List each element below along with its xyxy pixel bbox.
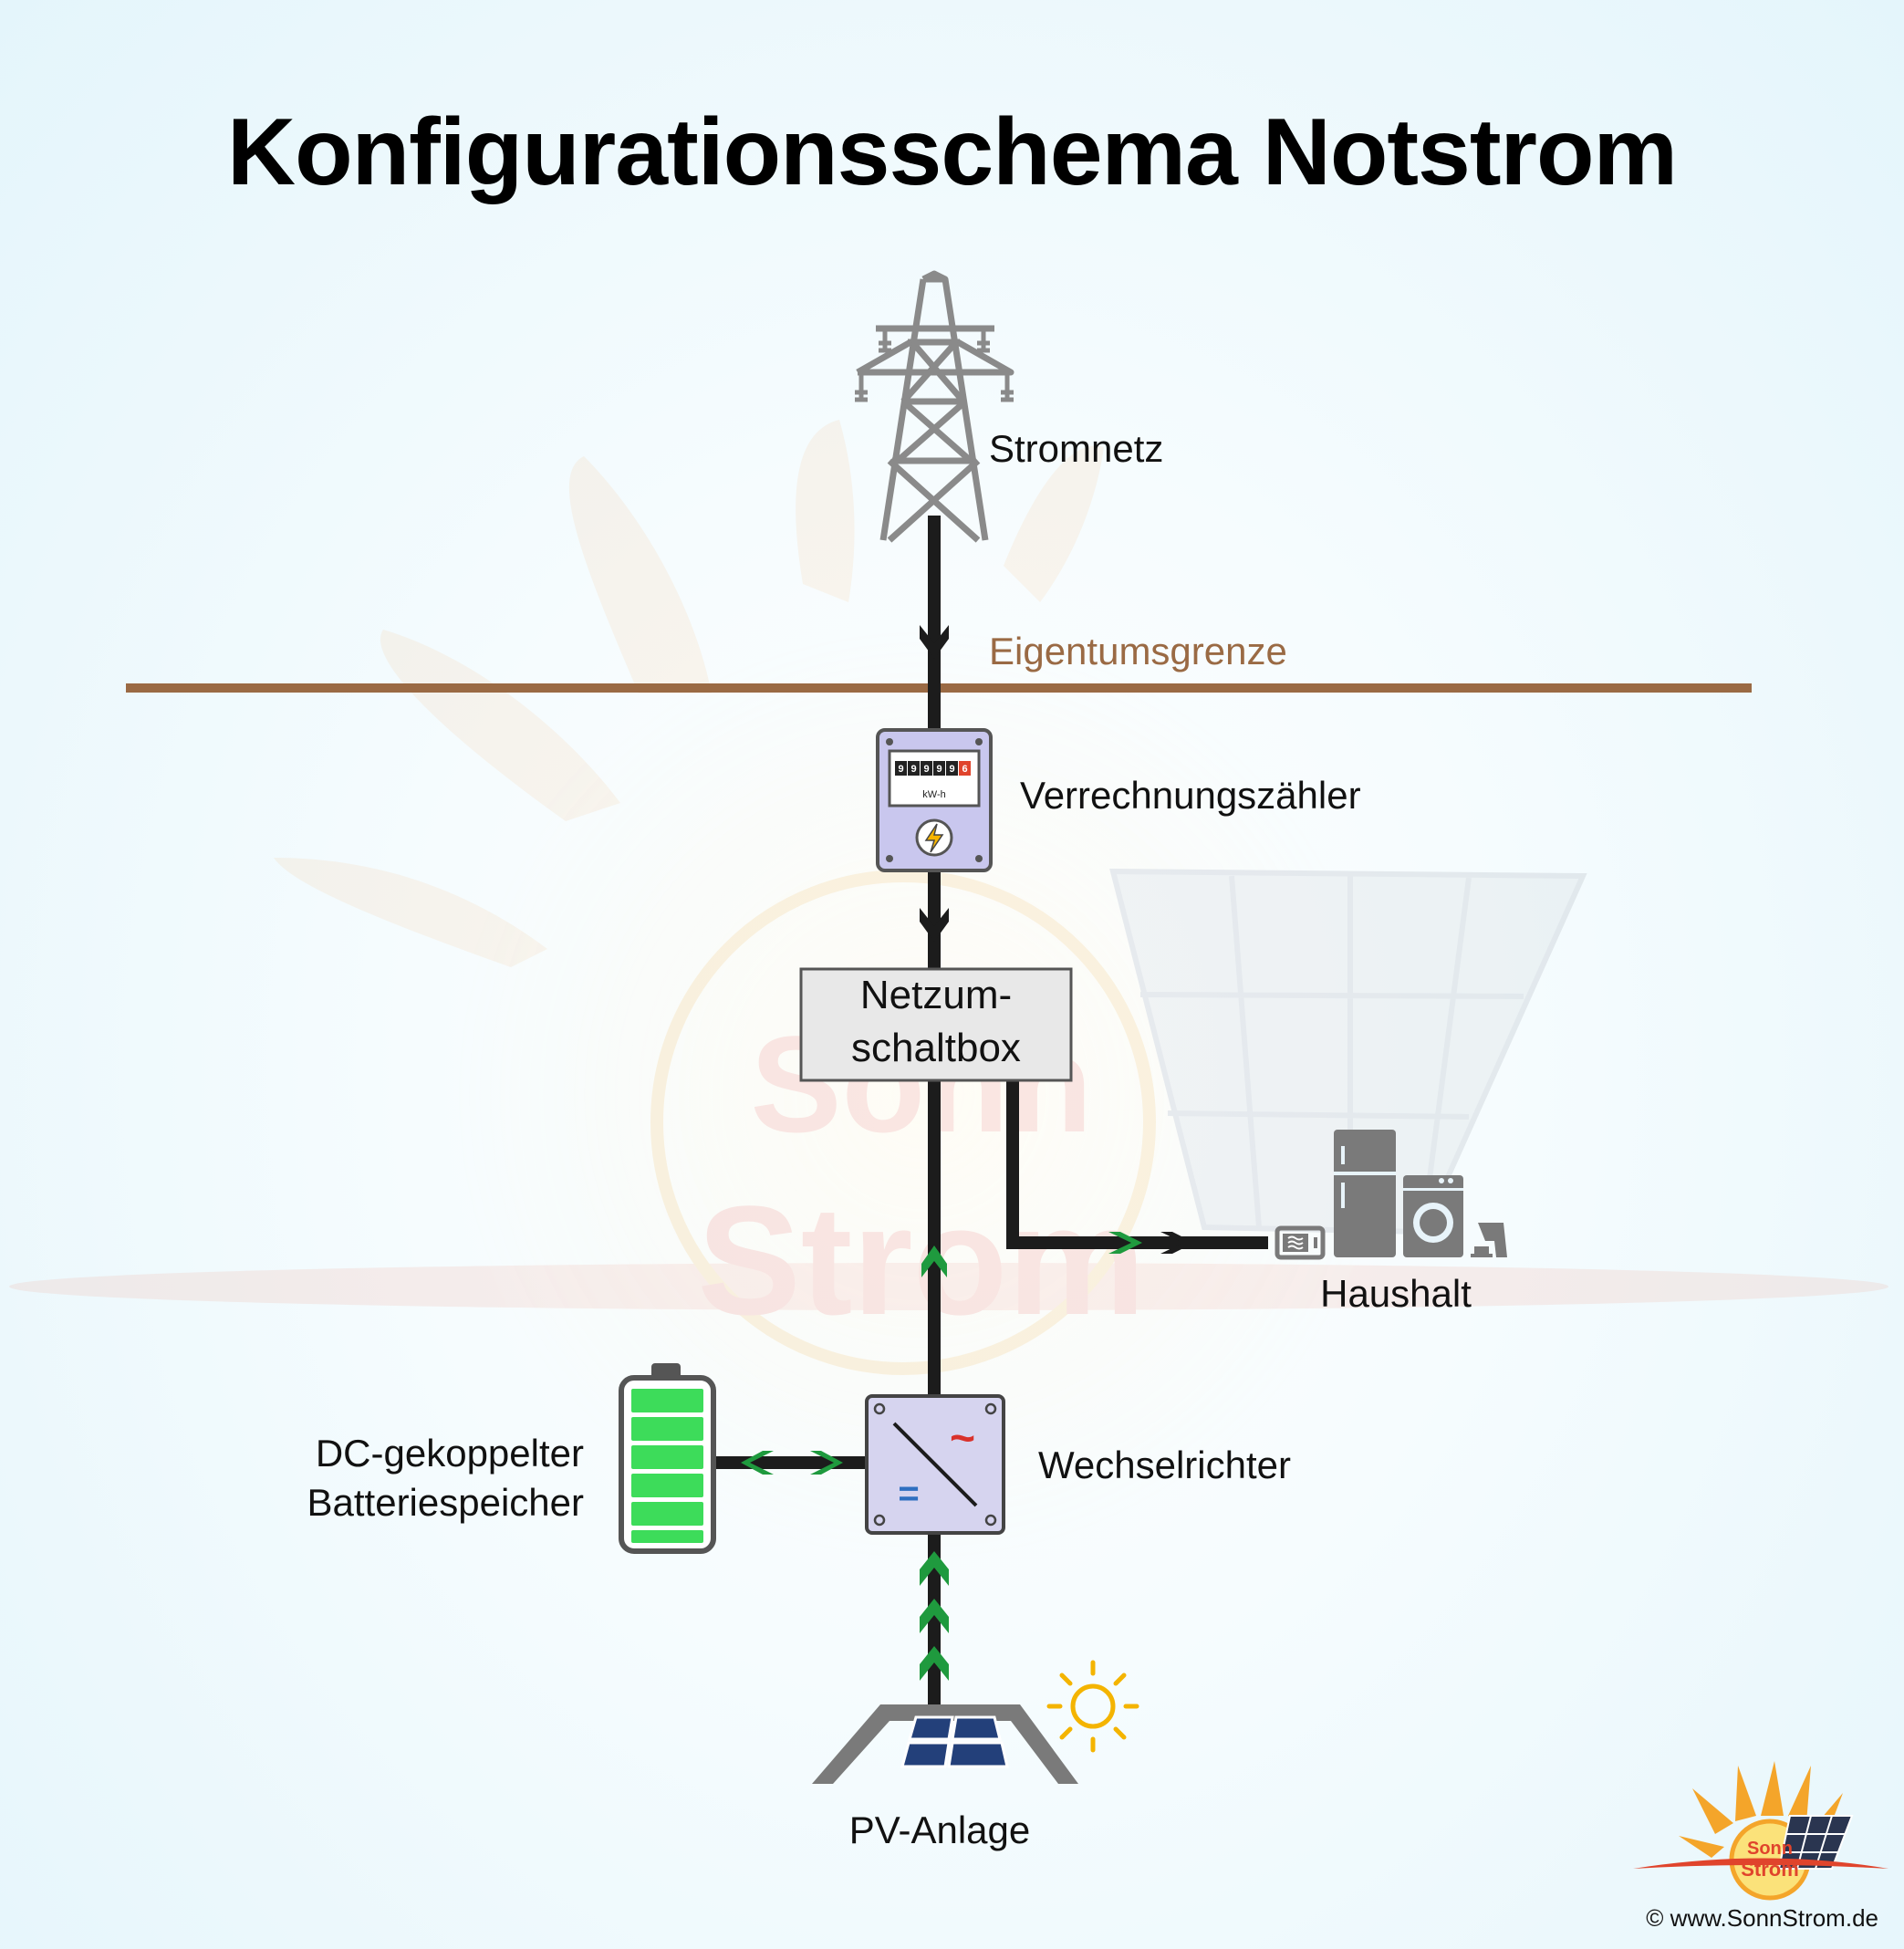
- inverter-ac-symbol: ~: [950, 1414, 975, 1463]
- watermark-horizon: [9, 1263, 1888, 1310]
- label-household: Haushalt: [1320, 1272, 1472, 1315]
- battery-icon: [619, 1363, 716, 1554]
- meter-digits: 9 9 9 9 9 6: [895, 761, 971, 776]
- pv-roof-icon: [812, 1704, 1078, 1784]
- logo-horizon: [1633, 1858, 1888, 1869]
- watermark-ring: [650, 870, 1156, 1375]
- label-grid: Stromnetz: [989, 427, 1164, 470]
- roof-outline: [812, 1704, 1078, 1784]
- sonnstrom-logo: Sonn Strom: [1633, 1761, 1888, 1901]
- logo-panel: [1777, 1815, 1854, 1870]
- battery-cells: [631, 1389, 703, 1543]
- meter-display: [888, 749, 981, 808]
- meter-digit-5: 9: [949, 764, 954, 775]
- label-battery-line2: Batteriespeicher: [307, 1481, 585, 1524]
- lightning-icon: [924, 823, 944, 853]
- watermark-sun-glow: [447, 620, 1396, 1569]
- arrow-right-green-household: [1108, 1232, 1142, 1254]
- microwave-icon: [1275, 1225, 1326, 1260]
- solar-panel-cells: [900, 1715, 1009, 1768]
- label-pv: PV-Anlage: [848, 1808, 1031, 1851]
- switchbox-label-line2: schaltbox: [851, 1026, 1021, 1070]
- meter-digit-1: 9: [898, 764, 903, 775]
- arrow-left-battery: [741, 1451, 774, 1475]
- arrow-up-pv-1: [920, 1551, 949, 1586]
- page-title: Konfigurationsschema Notstrom: [227, 99, 1678, 205]
- power-tower-icon: [855, 270, 1014, 543]
- meter-digit-3: 9: [923, 764, 929, 775]
- label-battery-line1: DC-gekoppelter: [315, 1432, 584, 1475]
- arrow-down-grid: [920, 625, 949, 659]
- watermark-sun-rays: [274, 420, 1104, 967]
- meter-unit: kW-h: [922, 789, 945, 800]
- arrow-up-inverter-to-switchbox: [921, 1245, 947, 1277]
- inverter-dc-symbol: =: [898, 1474, 919, 1514]
- logo-sun-rays: [1679, 1761, 1843, 1858]
- coffee-maker-icon: [1471, 1223, 1507, 1257]
- meter-digit-4: 9: [936, 764, 942, 775]
- sun-icon: [1046, 1660, 1139, 1753]
- label-inverter: Wechselrichter: [1038, 1444, 1291, 1486]
- logo-text-line1: Sonn: [1747, 1839, 1793, 1859]
- arrow-right-black-household: [1160, 1232, 1194, 1254]
- washing-machine-icon: [1403, 1175, 1463, 1257]
- meter-digit-6: 6: [962, 764, 967, 775]
- arrow-up-pv-2: [920, 1599, 949, 1633]
- copyright-text: © www.SonnStrom.de: [1646, 1904, 1878, 1932]
- household-appliances-icon: [1275, 1130, 1507, 1260]
- label-battery: DC-gekoppelter Batteriespeicher: [237, 1429, 585, 1527]
- switchbox-box: [799, 967, 1073, 1082]
- label-boundary: Eigentumsgrenze: [989, 630, 1287, 672]
- meter-digit-2: 9: [910, 764, 916, 775]
- fridge-icon: [1334, 1130, 1396, 1257]
- switchbox-label-line1: Netzum-: [859, 973, 1013, 1017]
- arrow-down-meter: [920, 908, 949, 942]
- flow-arrows: [741, 625, 1194, 1681]
- label-meter: Verrechnungszähler: [1020, 774, 1361, 817]
- wire-switchbox-to-household: [1006, 1080, 1268, 1249]
- watermark-text-line2: Strom: [697, 1174, 1145, 1348]
- arrow-right-battery: [810, 1451, 843, 1475]
- switchbox-label: Netzum- schaltbox: [801, 969, 1071, 1079]
- logo-text-line2: Strom: [1741, 1858, 1799, 1881]
- arrow-up-pv-3: [920, 1646, 949, 1681]
- electricity-meter-icon: 9 9 9 9 9 6 kW-h: [876, 728, 993, 872]
- inverter-icon: ~ =: [865, 1394, 1005, 1535]
